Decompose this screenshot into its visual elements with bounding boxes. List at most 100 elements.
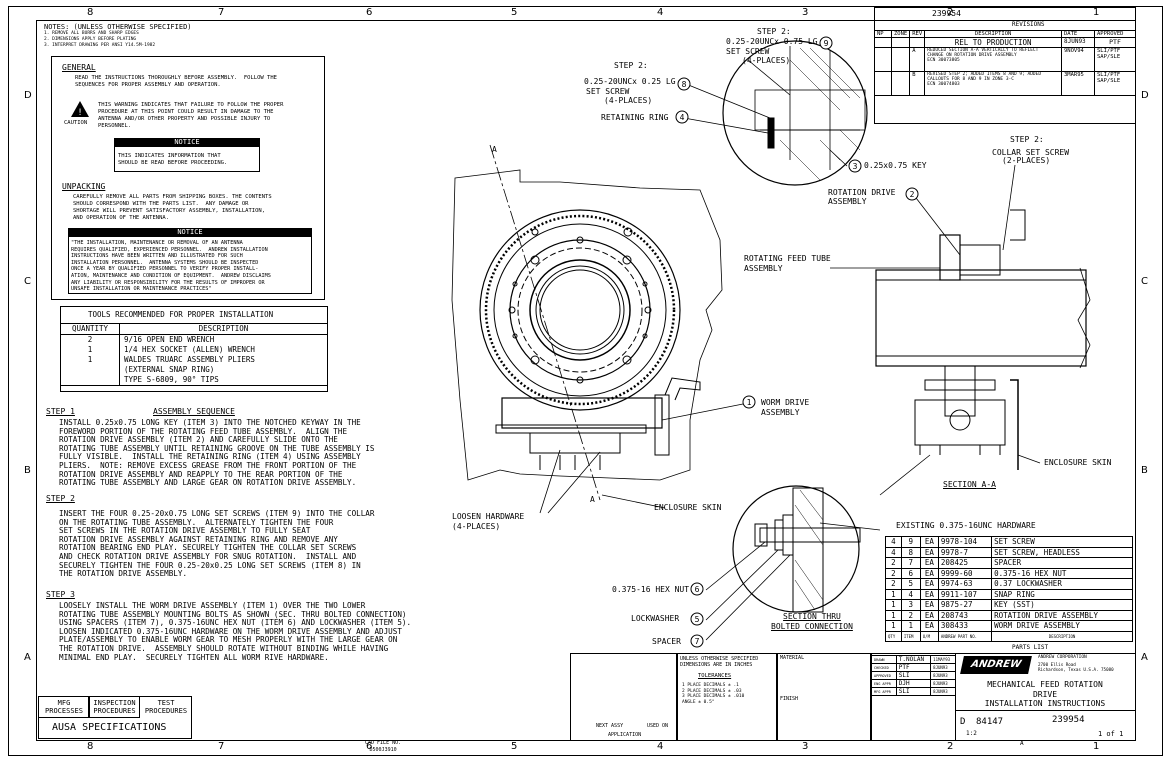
qa-test: TEST PROCEDURES bbox=[144, 699, 188, 715]
callout-retaining-ring: RETAINING RING bbox=[601, 113, 669, 122]
rev-desc: REL TO PRODUCTION bbox=[924, 37, 1062, 48]
balloon-6: 6 bbox=[695, 585, 700, 594]
section-thru-label: SECTION THRU BOLTED CONNECTION bbox=[771, 612, 853, 631]
callout-set-screw-b: SET SCREW bbox=[586, 87, 630, 96]
callout-places-b: (4-PLACES) bbox=[604, 96, 653, 105]
gear-outer bbox=[479, 209, 681, 411]
part-qty: 1 bbox=[885, 588, 902, 600]
balloon-9: 9 bbox=[824, 39, 829, 48]
sig-date: 11MAY93 bbox=[930, 655, 956, 664]
part-um: EA bbox=[919, 578, 939, 590]
revision-doc-number: 239954 bbox=[932, 9, 961, 18]
callout-rotation-drive: ROTATION DRIVE ASSEMBLY bbox=[828, 188, 896, 206]
rev-header: ZONE bbox=[890, 30, 911, 38]
part-number: 9978-104 bbox=[937, 536, 993, 548]
part-qty: 1 bbox=[885, 609, 902, 621]
bolt-hole bbox=[530, 355, 540, 365]
unpacking-heading: UNPACKING bbox=[62, 182, 106, 191]
callout-lockwasher: LOCKWASHER bbox=[631, 614, 680, 623]
next-assy-label: NEXT ASSY bbox=[596, 723, 624, 729]
part-um: EA bbox=[919, 557, 939, 569]
section-aa-label: SECTION A-A bbox=[943, 480, 996, 489]
balloon-1: 1 bbox=[747, 398, 752, 407]
step-3-label: STEP 3 bbox=[46, 590, 75, 599]
bolt-hole bbox=[622, 355, 632, 365]
general-heading: GENERAL bbox=[62, 63, 96, 72]
step-2-label: STEP 2 bbox=[46, 494, 75, 503]
rev-header: NP bbox=[874, 30, 892, 38]
rev-header: APPROVED bbox=[1094, 30, 1136, 38]
part-number: 308433 bbox=[937, 620, 993, 632]
rev-desc: REVISED STEP 2; ADDED ITEMS 8 AND 9; ADD… bbox=[924, 71, 1062, 96]
ausa-specs: AUSA SPECIFICATIONS bbox=[52, 722, 167, 733]
qa-mfg: MFG PROCESSES bbox=[45, 699, 83, 715]
part-um: EA bbox=[919, 546, 939, 558]
part-item: 6 bbox=[900, 567, 921, 579]
sig-date: 8JUN93 bbox=[930, 687, 956, 696]
part-item: 9 bbox=[900, 536, 921, 548]
parts-footer: DESCRIPTION bbox=[991, 630, 1133, 642]
rev-approved: SLI/PTF SAP/SLE bbox=[1094, 71, 1136, 96]
revisions-title: REVISIONS bbox=[1012, 21, 1045, 28]
size-letter: D bbox=[960, 717, 966, 727]
part-qty: 1 bbox=[885, 599, 902, 611]
step-3-text: LOOSELY INSTALL THE WORM DRIVE ASSEMBLY … bbox=[59, 601, 412, 662]
part-number: 208743 bbox=[937, 609, 993, 621]
tools-desc: TYPE S-6809, 90° TIPS bbox=[119, 375, 328, 386]
tb-divider bbox=[777, 653, 871, 741]
tb-rule bbox=[956, 710, 1136, 711]
bolt-hole bbox=[622, 255, 632, 265]
part-number: 9974-63 bbox=[937, 578, 993, 590]
callout-screw-8: 0.25-20UNCx 0.25 LG bbox=[584, 77, 676, 86]
tb-divider bbox=[871, 653, 956, 741]
parts-footer: U/M bbox=[919, 630, 939, 642]
tools-title: TOOLS RECOMMENDED FOR PROPER INSTALLATIO… bbox=[88, 310, 274, 319]
part-description: ROTATION DRIVE ASSEMBLY bbox=[991, 609, 1133, 621]
callout-rotating-feed-tube: ROTATING FEED TUBE ASSEMBLY bbox=[744, 254, 831, 273]
sig-name: DJH bbox=[895, 679, 932, 688]
rev-header: DATE bbox=[1061, 30, 1095, 38]
caution-label: CAUTION bbox=[64, 120, 88, 126]
part-description: 0.375-16 HEX NUT bbox=[991, 567, 1133, 579]
note-2: 2. DIMENSIONS APPLY BEFORE PLATING bbox=[44, 37, 137, 42]
tools-desc: WALDES TRUARC ASSEMBLY PLIERS bbox=[119, 355, 328, 365]
part-number: 9978-7 bbox=[937, 546, 993, 558]
sig-name: SLI bbox=[895, 671, 932, 680]
notes-title: NOTES: (UNLESS OTHERWISE SPECIFIED) bbox=[44, 23, 192, 31]
part-item: 2 bbox=[900, 609, 921, 621]
part-qty: 2 bbox=[885, 557, 902, 569]
part-description: 0.37 LOCKWASHER bbox=[991, 578, 1133, 590]
part-number: 9875-27 bbox=[937, 599, 993, 611]
caution-text: THIS WARNING INDICATES THAT FAILURE TO F… bbox=[98, 102, 284, 129]
drawing-number: 239954 bbox=[1052, 715, 1085, 725]
callout-loosen-hardware: LOOSEN HARDWARE (4-PLACES) bbox=[452, 512, 525, 531]
balloon-2: 2 bbox=[910, 190, 915, 199]
part-description: SET SCREW bbox=[991, 536, 1133, 548]
callout-spacer: SPACER bbox=[652, 637, 681, 646]
balloon-3: 3 bbox=[853, 162, 858, 171]
parts-footer: ANDREW PART NO. bbox=[937, 630, 993, 642]
detail-circle-top bbox=[722, 40, 868, 186]
callout-enclosure-skin-b: ENCLOSURE SKIN bbox=[1044, 458, 1112, 467]
rev-header: DESCRIPTION bbox=[924, 30, 1062, 38]
note-1: 1. REMOVE ALL BURRS AND SHARP EDGES bbox=[44, 31, 139, 36]
drawing-title: MECHANICAL FEED ROTATION DRIVE INSTALLAT… bbox=[984, 680, 1106, 708]
sig-date: 8JUN93 bbox=[930, 663, 956, 672]
notice-text-2: "THE INSTALLATION, MAINTENANCE OR REMOVA… bbox=[71, 240, 271, 293]
section-marker-a-top: A bbox=[492, 145, 497, 154]
part-number: 208425 bbox=[937, 557, 993, 569]
notice-label-1: NOTICE bbox=[114, 138, 260, 147]
part-um: EA bbox=[919, 599, 939, 611]
scale-value: 1:2 bbox=[966, 730, 977, 737]
tolerances-title: TOLERANCES bbox=[698, 673, 732, 679]
used-on-label: USED ON bbox=[647, 723, 669, 729]
part-description: SET SCREW, HEADLESS bbox=[991, 546, 1133, 558]
callout-places-c: (2-PLACES) bbox=[1002, 156, 1051, 165]
